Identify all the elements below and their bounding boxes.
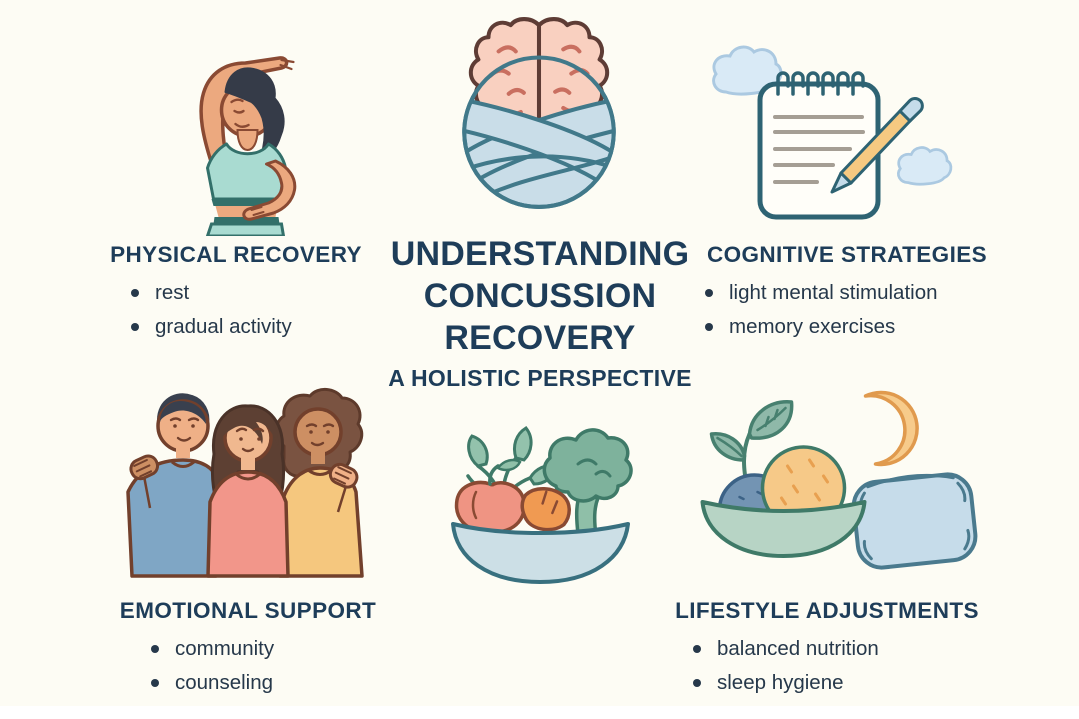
bottom-white-strip — [0, 706, 1079, 719]
main-subtitle: A HOLISTIC PERSPECTIVE — [388, 365, 692, 391]
bullet-item: community — [148, 632, 274, 666]
three-friends-illustration — [126, 388, 364, 578]
section-heading-cognitive: COGNITIVE STRATEGIES — [706, 242, 988, 267]
bullet-list-emotional: community counseling — [148, 632, 274, 700]
section-heading-lifestyle: LIFESTYLE ADJUSTMENTS — [675, 598, 979, 623]
bullet-item: counseling — [148, 666, 274, 700]
bullet-item: light mental stimulation — [702, 276, 938, 310]
bullet-list-lifestyle: balanced nutrition sleep hygiene — [690, 632, 879, 700]
main-title: UNDERSTANDING CONCUSSION RECOVERY — [390, 235, 690, 357]
section-heading-physical: PHYSICAL RECOVERY — [110, 242, 362, 267]
bullet-item: sleep hygiene — [690, 666, 879, 700]
bullet-item: memory exercises — [702, 310, 938, 344]
notepad-pencil-clouds-illustration — [712, 45, 953, 220]
bullet-item: gradual activity — [128, 310, 292, 344]
bullet-list-physical: rest gradual activity — [128, 276, 292, 344]
vegetable-bowl-illustration — [451, 426, 633, 584]
section-heading-emotional: EMOTIONAL SUPPORT — [119, 598, 377, 623]
stretching-woman-illustration — [199, 56, 297, 236]
bullet-list-cognitive: light mental stimulation memory exercise… — [702, 276, 938, 344]
sleep-and-nutrition-illustration — [700, 390, 978, 570]
bullet-item: rest — [128, 276, 292, 310]
bullet-item: balanced nutrition — [690, 632, 879, 666]
bandaged-brain-illustration — [462, 17, 616, 209]
